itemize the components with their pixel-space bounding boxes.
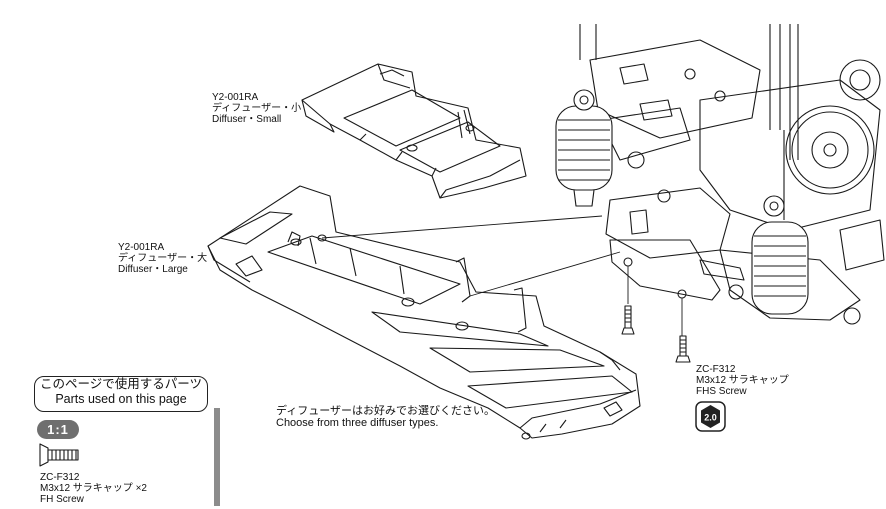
chassis-assembly-drawing <box>555 24 886 330</box>
part-name-jp: ディフューザー・小 <box>212 103 302 114</box>
part-number: ZC-F312 <box>696 364 736 375</box>
assembly-guide-lines <box>321 215 683 336</box>
diffuser-large-label: Y2-001RA ディフューザー・大 Diffuser・Large <box>118 242 207 275</box>
tool-size-text: 2.0 <box>704 413 717 423</box>
part-name-jp: M3x12 サラキャップ ×2 <box>40 483 147 494</box>
fh-screw-drawing-1 <box>621 305 635 335</box>
note-jp: ディフューザーはお好みでお選びください。 <box>276 405 496 417</box>
part-name-en: Diffuser・Small <box>212 114 282 125</box>
fh-screw-icon <box>39 443 79 467</box>
hex-wrench-icon: 2.0 <box>695 401 726 432</box>
diffuser-small-label: Y2-001RA ディフューザー・小 Diffuser・Small <box>212 92 301 125</box>
fh-screw-drawing-2 <box>675 335 691 363</box>
diffuser-small-drawing <box>301 63 527 199</box>
part-number: Y2-001RA <box>118 242 165 253</box>
part-name-en: FHS Screw <box>696 386 747 397</box>
part-name-en: Diffuser・Large <box>118 264 188 275</box>
parts-list-item: ZC-F312 M3x12 サラキャップ ×2 FH Screw <box>40 472 147 505</box>
part-number: ZC-F312 <box>40 472 80 483</box>
screw-callout-label: ZC-F312 M3x12 サラキャップ FHS Screw <box>696 364 789 397</box>
part-number: Y2-001RA <box>212 92 259 103</box>
diffuser-large-drawing <box>207 185 641 440</box>
instruction-note: ディフューザーはお好みでお選びください。 Choose from three d… <box>276 405 495 429</box>
parts-used-header: このページで使用するパーツ Parts used on this page <box>34 376 208 412</box>
part-name-jp: ディフューザー・大 <box>118 253 208 264</box>
parts-divider-bar <box>214 408 220 506</box>
note-en: Choose from three diffuser types. <box>276 417 439 429</box>
parts-title-en: Parts used on this page <box>55 392 187 406</box>
part-name-jp: M3x12 サラキャップ <box>696 375 789 386</box>
scale-badge: 1:1 <box>37 420 79 439</box>
parts-title-jp: このページで使用するパーツ <box>39 377 202 391</box>
part-name-en: FH Screw <box>40 494 84 505</box>
